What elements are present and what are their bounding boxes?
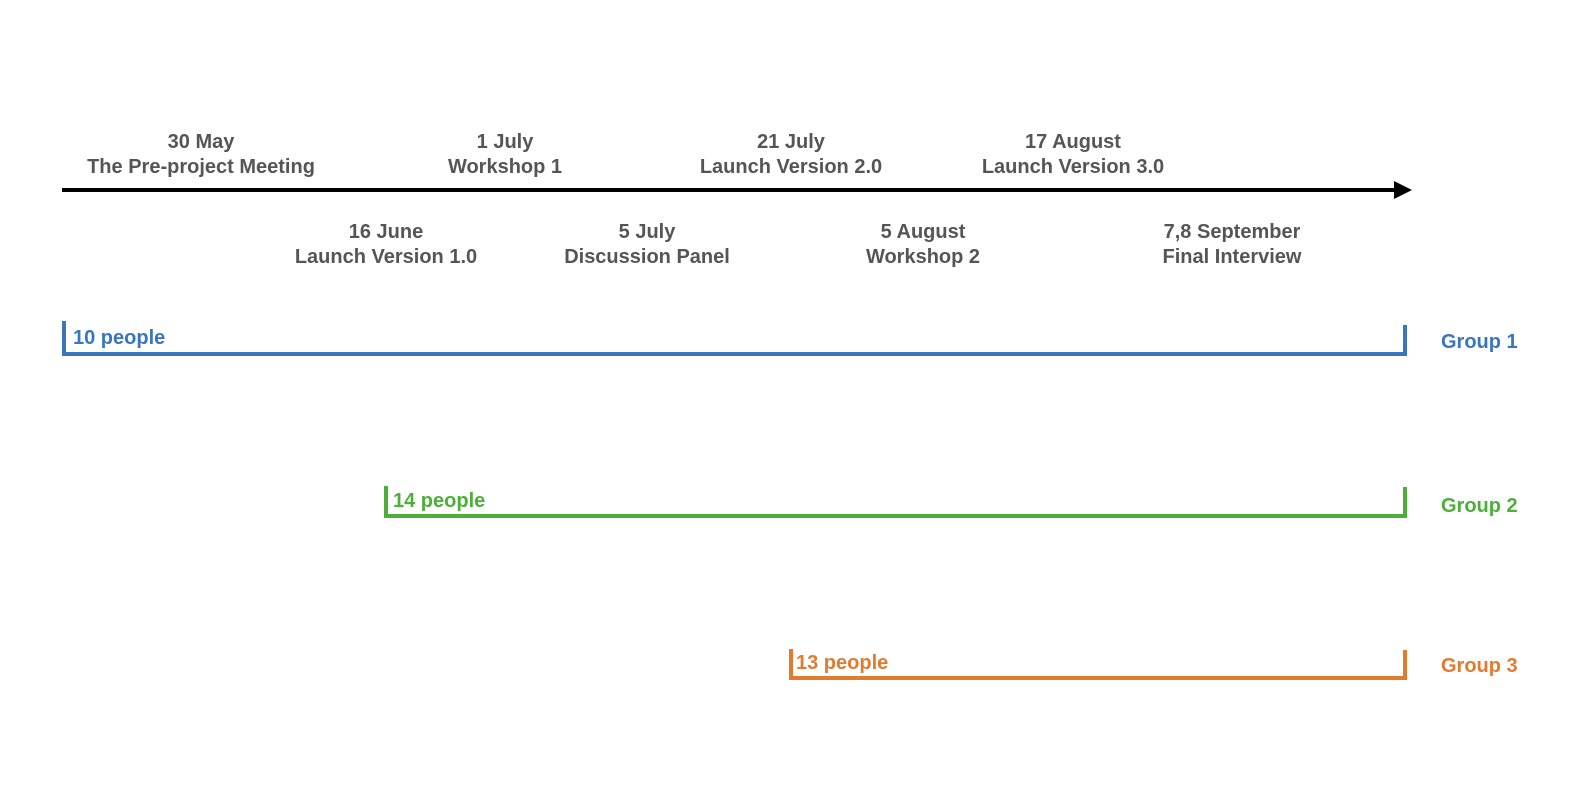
group-name-label: Group 2 [1441,495,1518,517]
timeline-arrowhead [1394,181,1412,199]
event-label: The Pre-project Meeting [87,156,315,178]
event-date: 7,8 September [1164,221,1301,243]
group-1-bracket: 10 people Group 1 [62,321,1518,356]
event-label: Workshop 2 [866,246,980,268]
group-count-label: 13 people [796,652,888,674]
event-date: 21 July [757,131,826,153]
group-name-label: Group 1 [1441,331,1518,353]
event-date: 17 August [1025,131,1121,153]
group-count-label: 10 people [73,327,165,349]
event-label: Launch Version 1.0 [295,246,477,268]
event-date: 16 June [349,221,423,243]
group-count-label: 14 people [393,490,485,512]
event-date: 5 July [619,221,677,243]
event-label: Workshop 1 [448,156,562,178]
event-date: 1 July [477,131,535,153]
group-3-bracket: 13 people Group 3 [789,649,1518,680]
group-bracket-line [789,649,1407,680]
group-2-bracket: 14 people Group 2 [384,486,1518,518]
event-date: 30 May [168,131,236,153]
event-label: Final Interview [1163,246,1302,268]
group-bracket-line [62,321,1407,356]
event-label: Launch Version 3.0 [982,156,1164,178]
event-date: 5 August [881,221,966,243]
event-label: Launch Version 2.0 [700,156,882,178]
group-bracket-line [384,486,1407,518]
event-label: Discussion Panel [564,246,730,268]
group-name-label: Group 3 [1441,655,1518,677]
